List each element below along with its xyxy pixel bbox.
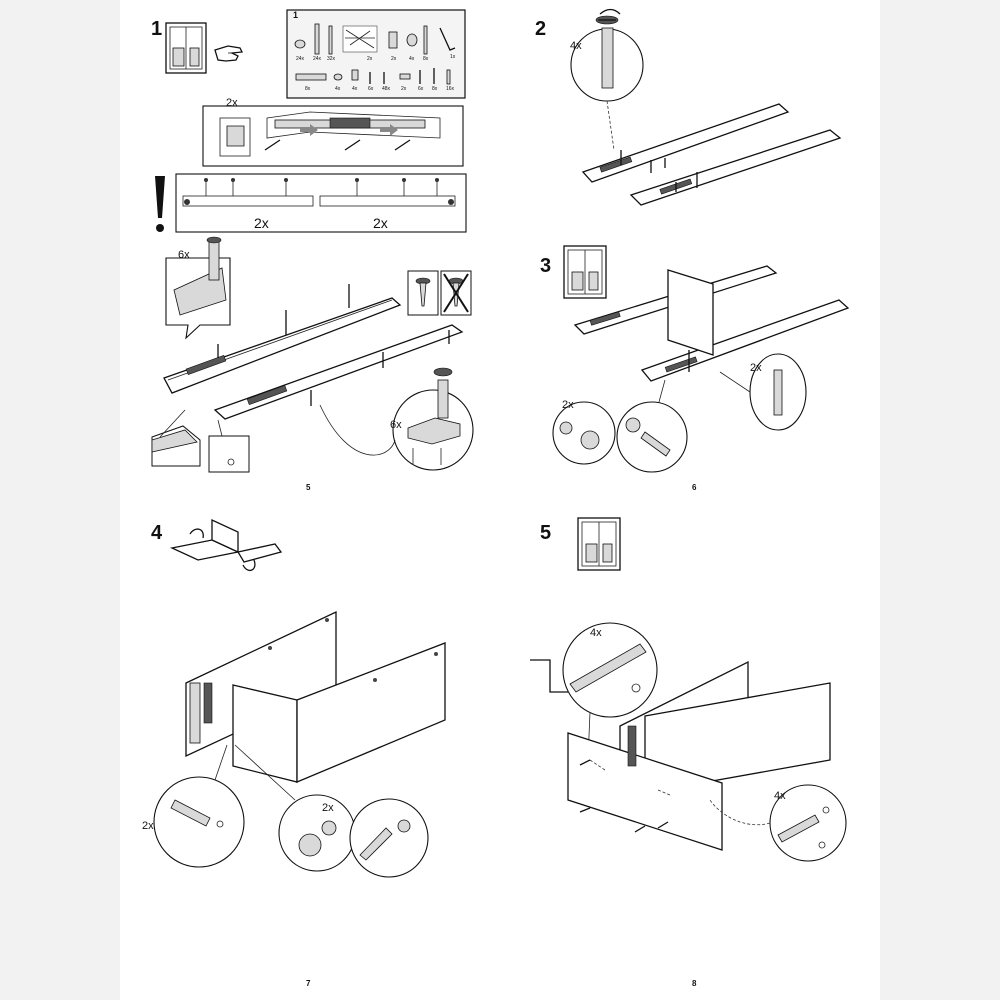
part-count: 8x <box>423 56 429 62</box>
flip-panel-icon <box>169 518 283 572</box>
qty-step3-cam: 2x <box>562 399 574 411</box>
qty-cam-detail: 6x <box>390 419 402 431</box>
step-number-2: 2 <box>535 18 547 40</box>
bolt-bubble-step5 <box>530 622 658 761</box>
page-margin-left <box>0 0 120 1000</box>
qty-rail-pairs: 2x <box>226 97 238 109</box>
screw-magnified-bubble <box>165 236 231 340</box>
wardrobe-thumbnail-step5 <box>577 517 621 571</box>
part-count: 8x <box>432 86 438 92</box>
dowel-bubble-step2 <box>570 8 644 151</box>
screw-allowed-icon <box>407 270 439 316</box>
parts-box <box>286 9 466 99</box>
rail-screw-strip <box>175 173 467 233</box>
dowel-bubble-step4 <box>153 744 245 868</box>
parts-box-label: 1 <box>293 10 299 20</box>
part-count: 4x <box>335 86 341 92</box>
step-number-5: 5 <box>540 522 552 544</box>
qty-step3-dowel: 2x <box>750 362 762 374</box>
edge-detail-boxes <box>151 409 250 473</box>
page-number-top-left: 5 <box>306 483 311 492</box>
step-number-1: 1 <box>151 18 163 40</box>
part-count: 16x <box>446 86 455 92</box>
part-count: 6x <box>418 86 424 92</box>
warning-exclamation-icon <box>155 176 165 232</box>
qty-step5-bolt: 4x <box>590 627 602 639</box>
cam-bubbles-step4 <box>234 744 429 878</box>
dowel-bubble-step5 <box>709 784 847 862</box>
part-count: 8x <box>305 86 311 92</box>
hand-pointing-icon <box>214 45 244 62</box>
screw-not-allowed-icon <box>440 270 472 316</box>
cam-lock-bubble-step1 <box>319 367 474 471</box>
hardware-row-1 <box>294 23 456 55</box>
page-number-bottom-left: 7 <box>306 979 311 988</box>
part-count: 6x <box>368 86 374 92</box>
step1-boards <box>163 284 464 420</box>
step4-assembly <box>185 610 446 783</box>
qty-step2-dowels: 4x <box>570 40 582 52</box>
qty-screw-detail: 6x <box>178 249 190 261</box>
cam-bubbles-step3 <box>552 379 688 473</box>
part-count: 24x <box>296 56 305 62</box>
page-number-bottom-right: 8 <box>692 979 697 988</box>
step2-boards <box>581 103 842 206</box>
rail-assembly-box <box>202 105 464 167</box>
wardrobe-thumbnail-step3 <box>563 245 607 299</box>
wardrobe-thumbnail-step1 <box>165 22 207 74</box>
qty-rail-right: 2x <box>373 215 388 231</box>
qty-step5-dowel: 4x <box>774 790 786 802</box>
qty-step4-dowel: 2x <box>142 820 154 832</box>
part-count: 24x <box>313 56 322 62</box>
part-count: 48x <box>382 86 391 92</box>
hardware-row-2 <box>295 68 451 85</box>
qty-rail-left: 2x <box>254 215 269 231</box>
dowel-bubble-step3 <box>719 353 807 431</box>
step3-assembly <box>573 265 850 382</box>
part-count: 2x <box>367 56 373 62</box>
step-number-3: 3 <box>540 255 552 277</box>
part-count: 2x <box>391 56 397 62</box>
step5-assembly <box>567 660 831 851</box>
part-count: 2x <box>401 86 407 92</box>
part-count: 4x <box>352 86 358 92</box>
step-number-4: 4 <box>151 522 163 544</box>
page-number-top-right: 6 <box>692 483 697 492</box>
part-count: 4x <box>409 56 415 62</box>
part-count: 1x <box>450 54 456 60</box>
page-margin-right <box>880 0 1000 1000</box>
qty-step4-cam: 2x <box>322 802 334 814</box>
part-count: 32x <box>327 56 336 62</box>
